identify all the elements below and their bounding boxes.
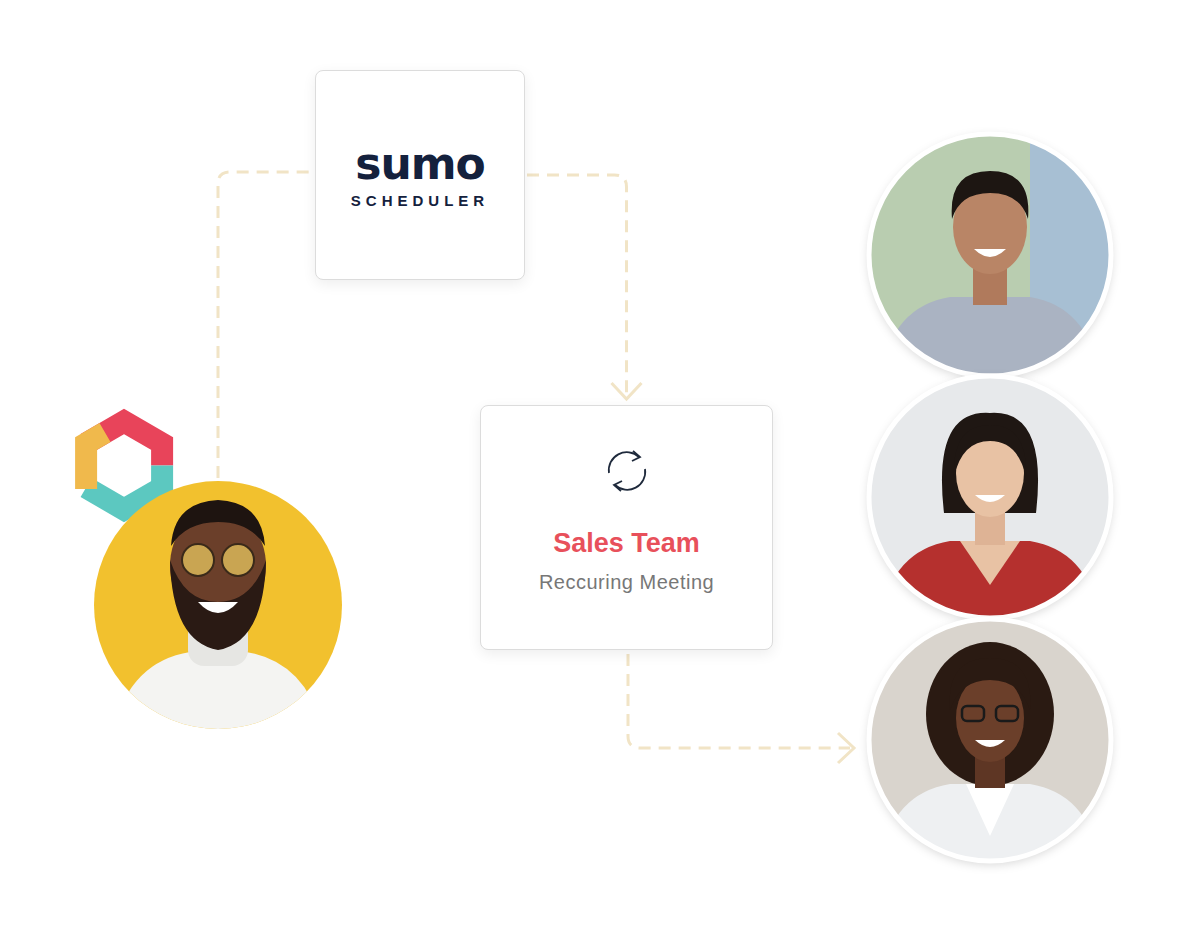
photo-ring bbox=[869, 134, 1111, 376]
photo-ground bbox=[865, 130, 1115, 380]
photo-ring bbox=[869, 376, 1111, 618]
hexagon-logo bbox=[86, 422, 162, 510]
logo-box: sumoSCHEDULER bbox=[315, 70, 525, 280]
person-photo bbox=[90, 478, 350, 738]
blouse bbox=[966, 784, 1014, 836]
hex-yellow bbox=[86, 433, 105, 490]
glasses bbox=[962, 706, 984, 721]
icon-head bbox=[614, 481, 622, 491]
glasses bbox=[182, 544, 214, 576]
photo-ring bbox=[869, 619, 1111, 861]
node-subtitle: SCHEDULER bbox=[351, 192, 489, 209]
shirt bbox=[880, 297, 1100, 380]
dashed-connector bbox=[527, 175, 642, 399]
hair bbox=[171, 500, 265, 546]
hair bbox=[952, 171, 1029, 219]
fringe bbox=[954, 425, 1026, 477]
node-title: sumo bbox=[355, 142, 485, 186]
arrow-head bbox=[838, 733, 854, 763]
icon-arc bbox=[615, 469, 645, 490]
glasses bbox=[222, 544, 254, 576]
smile bbox=[975, 495, 1005, 502]
neckline bbox=[960, 541, 1020, 585]
node-subtitle: Reccuring Meeting bbox=[539, 571, 714, 594]
smile bbox=[198, 602, 238, 613]
icon-arc bbox=[608, 452, 638, 473]
photo-ground bbox=[865, 372, 1115, 622]
meeting-box: Sales TeamReccuring Meeting bbox=[480, 405, 773, 650]
face bbox=[956, 674, 1024, 762]
connector-line bbox=[527, 175, 627, 399]
photo-ground bbox=[90, 478, 350, 738]
fringe bbox=[950, 658, 1031, 710]
person-photo bbox=[865, 615, 1115, 865]
beard bbox=[170, 560, 266, 650]
glasses bbox=[996, 706, 1018, 721]
dashed-leader bbox=[628, 654, 850, 748]
recurring-icon bbox=[595, 439, 659, 503]
photo-ground bbox=[865, 615, 1115, 865]
dashed-leader bbox=[218, 172, 312, 478]
person-photo bbox=[865, 372, 1115, 622]
icon-head bbox=[632, 451, 640, 461]
smile bbox=[974, 249, 1006, 257]
blazer bbox=[880, 784, 1100, 865]
person-photo bbox=[865, 130, 1115, 380]
top bbox=[880, 541, 1100, 622]
arrow-head bbox=[612, 383, 642, 399]
node-title: Sales Team bbox=[553, 528, 700, 559]
smile bbox=[975, 740, 1005, 747]
